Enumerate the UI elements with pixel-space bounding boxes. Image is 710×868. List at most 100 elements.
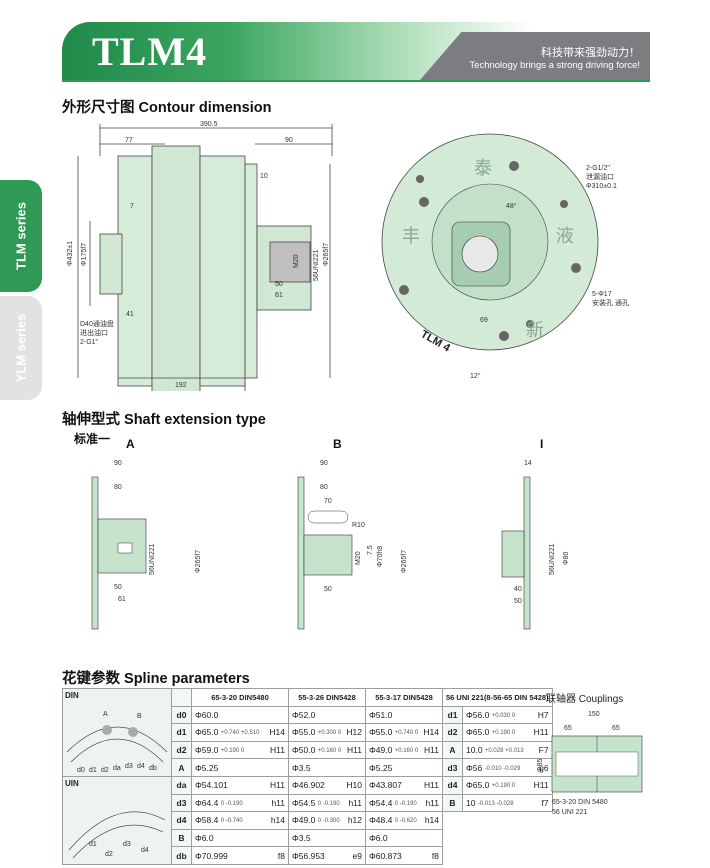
din-d1: d1 xyxy=(89,767,97,774)
shaft-b-50: 50 xyxy=(324,586,332,593)
table-row: B Φ6.0 Φ3.5 Φ6.0 xyxy=(63,828,553,848)
uin-diagram: d1 d2 d3 d4 xyxy=(68,811,166,859)
front-port: 2-G1/2" xyxy=(586,165,610,172)
front-holes: 5-Φ17 xyxy=(592,291,612,298)
din-db: db xyxy=(149,765,157,772)
shaft-a-uni: 56UNI221 xyxy=(149,543,156,575)
col-header-2: 55-3-26 DIN5428 xyxy=(288,688,366,707)
uin-label: UIN xyxy=(65,779,79,788)
shaft-type-b-label: B xyxy=(333,437,342,451)
dim-phi175: Φ175f7 xyxy=(81,243,88,266)
section-shaft-title: 轴伸型式 Shaft extension type xyxy=(62,412,266,428)
din-label: DIN xyxy=(65,691,79,700)
dim-56uni: 56UNI221 xyxy=(313,249,320,281)
shaft-i-drawing: 14 56UNI221 Φ80 40 50 xyxy=(501,460,570,630)
section-contour-title: 外形尺寸图 Contour dimension xyxy=(62,100,272,116)
header-banner: TLM4 科技带来强劲动力！ Technology brings a stron… xyxy=(62,22,650,80)
shaft-a-phi265: Φ265f7 xyxy=(195,550,202,573)
din-da: da xyxy=(113,765,121,772)
model-title: TLM4 xyxy=(92,29,208,74)
banner-grey-band xyxy=(420,32,650,80)
shaft-i-uni: 56UNI221 xyxy=(549,543,556,575)
coup-label-uni: 56 UNI 221 xyxy=(552,809,588,816)
din-b-letter: B xyxy=(137,713,142,720)
din-d2: d2 xyxy=(101,767,109,774)
dim-phi432: Φ432±1 xyxy=(67,241,74,266)
coup-65b: 65 xyxy=(612,725,620,732)
shaft-b-m20: M20 xyxy=(355,551,362,565)
shaft-type-i-label: I xyxy=(540,437,544,451)
dim-77: 77 xyxy=(125,137,133,144)
shaft-b-phi70: Φ70h8 xyxy=(377,546,384,567)
shaft-i-phi80: Φ80 xyxy=(563,552,570,565)
front-leak: 泄漏油口 xyxy=(586,172,614,181)
brand-char-3: 液 xyxy=(556,226,574,247)
shaft-i-50: 50 xyxy=(514,598,522,605)
front-through: 安装孔 通孔 xyxy=(592,298,629,307)
header-rule xyxy=(62,80,650,82)
dim-m20: M20 xyxy=(293,254,300,268)
dim-phi265: Φ265f7 xyxy=(323,243,330,266)
shaft-type-a-label: A xyxy=(126,437,135,451)
coup-65a: 65 xyxy=(564,725,572,732)
coup-label-din: 65-3-20 DIN 5480 xyxy=(552,799,608,806)
note-g1: 2-G1" xyxy=(80,339,99,346)
dim-7: 7 xyxy=(130,203,134,210)
col-header-3: 55-3-17 DIN5428 xyxy=(365,688,443,707)
shaft-a-drawing: 90 80 50 61 56UNI221 Φ265f7 xyxy=(91,460,202,630)
note-port: 进出油口 xyxy=(80,328,108,337)
tab-ylm-label: YLM series xyxy=(13,313,29,383)
front-angle: 48° xyxy=(506,202,517,210)
shaft-b-75: 7.5 xyxy=(367,545,374,555)
brand-char-2: 丰 xyxy=(402,226,420,247)
din-d0: d0 xyxy=(77,767,85,774)
dim-3905: 390.5 xyxy=(200,121,218,128)
uin-d3: d3 xyxy=(123,841,131,848)
shaft-standard-label: 标准一 xyxy=(74,432,111,446)
uin-d1: d1 xyxy=(89,841,97,848)
front-12deg: 12° xyxy=(470,372,481,380)
dim-61: 61 xyxy=(275,292,283,299)
slogan-chinese: 科技带来强劲动力！ xyxy=(541,47,640,59)
table-row: UIN d1 d2 d3 d4 da Φ54.101 H11 Φ46.902 H… xyxy=(62,776,553,865)
shaft-b-90: 90 xyxy=(320,460,328,467)
shaft-a-80: 80 xyxy=(114,484,122,491)
shaft-b-drawing: 90 80 70 R10 M20 7.5 Φ70h8 Φ265f7 50 xyxy=(297,460,408,630)
front-pcd: Φ310±0.1 xyxy=(586,183,617,190)
table-row: d0 Φ60.0 Φ52.0 Φ51.0 d1 Φ56.0 +0.030 0 H… xyxy=(63,705,553,725)
section-spline-title: 花键参数 Spline parameters xyxy=(62,671,250,687)
tab-tlm-label: TLM series xyxy=(13,202,29,270)
din-diagram-cell: DIN A B d0 d1 d2 da d3 d4 db xyxy=(62,688,172,777)
shaft-a-50: 50 xyxy=(114,584,122,591)
shaft-b-80: 80 xyxy=(320,484,328,491)
note-d40: D40通油盘 xyxy=(80,319,114,328)
din-diagram: A B d0 d1 d2 da d3 d4 db xyxy=(66,711,168,774)
couplings-title: 联轴器 Couplings xyxy=(546,694,624,705)
din-d4: d4 xyxy=(137,763,145,770)
din-d3: d3 xyxy=(125,763,133,770)
shaft-i-40: 40 xyxy=(514,586,522,593)
shaft-i-14: 14 xyxy=(524,460,532,467)
contour-side-view: 390.5 77 90 10 7 Φ432±1 Φ175f7 M20 56UNI… xyxy=(67,121,333,391)
uin-diagram-cell: UIN d1 d2 d3 d4 xyxy=(62,776,172,865)
shaft-a-61: 61 xyxy=(118,596,126,603)
coup-phi85: Φ85 xyxy=(537,759,544,772)
col-header-1: 65-3-20 DIN5480 xyxy=(191,688,289,707)
tab-ylm-series[interactable]: YLM series xyxy=(0,296,42,400)
tab-tlm-series[interactable]: TLM series xyxy=(0,180,42,292)
din-a-letter: A xyxy=(103,711,108,718)
uin-d2: d2 xyxy=(105,851,113,858)
uin-d4: d4 xyxy=(141,847,149,854)
dim-50: 50 xyxy=(275,281,283,288)
couplings-drawing: 150 65 65 Φ85 65-3-20 DIN 5480 56 UNI 22… xyxy=(537,711,643,816)
coup-150: 150 xyxy=(588,711,600,718)
table-row: db Φ70.999 f8 Φ56.953 e9 Φ60.873 f8 xyxy=(63,846,553,865)
shaft-a-90: 90 xyxy=(114,460,122,467)
dim-192: 192 xyxy=(175,382,187,389)
brand-char-4: 新 xyxy=(526,320,544,341)
brand-char-1: 泰 xyxy=(474,158,492,179)
shaft-b-phi265: Φ265f7 xyxy=(401,550,408,573)
table-row: d3 Φ64.4 0 -0.190 h11 Φ54.5 0 -0.190 h11… xyxy=(63,793,553,813)
slogan-english: Technology brings a strong driving force… xyxy=(469,60,640,71)
table-row: d2 Φ59.0 +0.190 0 H11 Φ50.0 +0.160 0 H11… xyxy=(63,740,553,760)
